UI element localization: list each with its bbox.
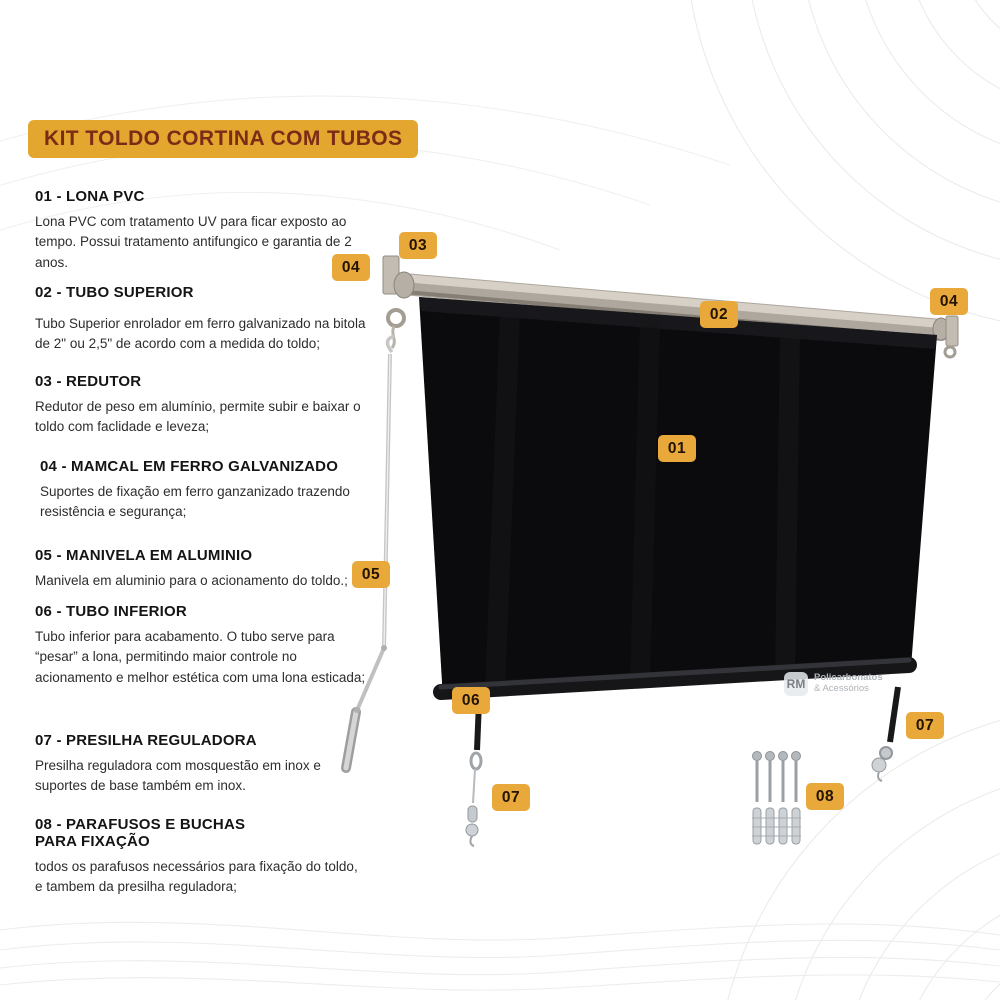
rm-logo-line1: Policarbonatos (814, 672, 883, 684)
part-badge-03: 03 (399, 232, 437, 259)
rm-logo-mark: RM (784, 672, 808, 696)
spec-body: Lona PVC com tratamento UV para ficar ex… (35, 214, 352, 270)
right-strap-hook (871, 686, 901, 782)
spec-body: Suportes de fixação em ferro ganzanizado… (40, 484, 350, 520)
spec-body: Tubo inferior para acabamento. O tubo se… (35, 629, 366, 685)
spec-section-04: 04 - MAMCAL EM FERRO GALVANIZADO Suporte… (35, 458, 372, 523)
spec-section-06: 06 - TUBO INFERIOR Tubo inferior para ac… (35, 603, 367, 688)
spec-heading: 06 - TUBO INFERIOR (35, 603, 187, 620)
crank-handle (341, 334, 395, 773)
rm-logo: RM Policarbonatos & Acessórios (784, 672, 883, 696)
spec-body: Redutor de peso em alumínio, permite sub… (35, 399, 361, 435)
screws-and-anchors (752, 751, 801, 845)
spec-section-05: 05 - MANIVELA EM ALUMINIO Manivela em al… (35, 547, 367, 591)
part-badge-07-right: 07 (906, 712, 944, 739)
spec-heading: 01 - LONA PVC (35, 188, 145, 205)
part-badge-08: 08 (806, 783, 844, 810)
spec-heading: 02 - TUBO SUPERIOR (35, 284, 194, 301)
spec-heading: 07 - PRESILHA REGULADORA (35, 732, 257, 749)
part-badge-06: 06 (452, 687, 490, 714)
spec-body: Presilha reguladora com mosquestão em in… (35, 758, 321, 794)
part-badge-05: 05 (352, 561, 390, 588)
left-bracket-reducer (382, 255, 415, 349)
part-badge-04-left: 04 (332, 254, 370, 281)
rm-logo-line2: & Acessórios (814, 683, 869, 694)
spec-section-02: 02 - TUBO SUPERIOR Tubo Superior enrolad… (35, 284, 367, 355)
page-title: KIT TOLDO CORTINA COM TUBOS (28, 120, 419, 158)
pvc-tarp (419, 297, 937, 699)
spec-heading: 03 - REDUTOR (35, 373, 142, 390)
bottom-tube (433, 657, 917, 700)
spec-body: Tubo Superior enrolador em ferro galvani… (35, 316, 366, 352)
left-strap-hook (465, 701, 483, 847)
spec-heading: 08 - PARAFUSOS E BUCHAS PARA FIXAÇÃO (35, 816, 246, 850)
spec-section-07: 07 - PRESILHA REGULADORA Presilha regula… (35, 732, 367, 797)
right-bracket (932, 315, 959, 359)
spec-heading: 04 - MAMCAL EM FERRO GALVANIZADO (40, 458, 339, 475)
spec-section-03: 03 - REDUTOR Redutor de peso em alumínio… (35, 373, 367, 438)
spec-heading: 05 - MANIVELA EM ALUMINIO (35, 547, 253, 564)
part-badge-01: 01 (658, 435, 696, 462)
part-badge-07-left: 07 (492, 784, 530, 811)
part-badge-02: 02 (700, 301, 738, 328)
spec-body: todos os parafusos necessários para fixa… (35, 859, 358, 895)
spec-section-08: 08 - PARAFUSOS E BUCHAS PARA FIXAÇÃO tod… (35, 816, 367, 898)
rm-logo-text: Policarbonatos & Acessórios (814, 672, 883, 695)
spec-section-01: 01 - LONA PVC Lona PVC com tratamento UV… (35, 188, 367, 273)
part-badge-04-right: 04 (930, 288, 968, 315)
spec-body: Manivela em aluminio para o acionamento … (35, 573, 348, 588)
